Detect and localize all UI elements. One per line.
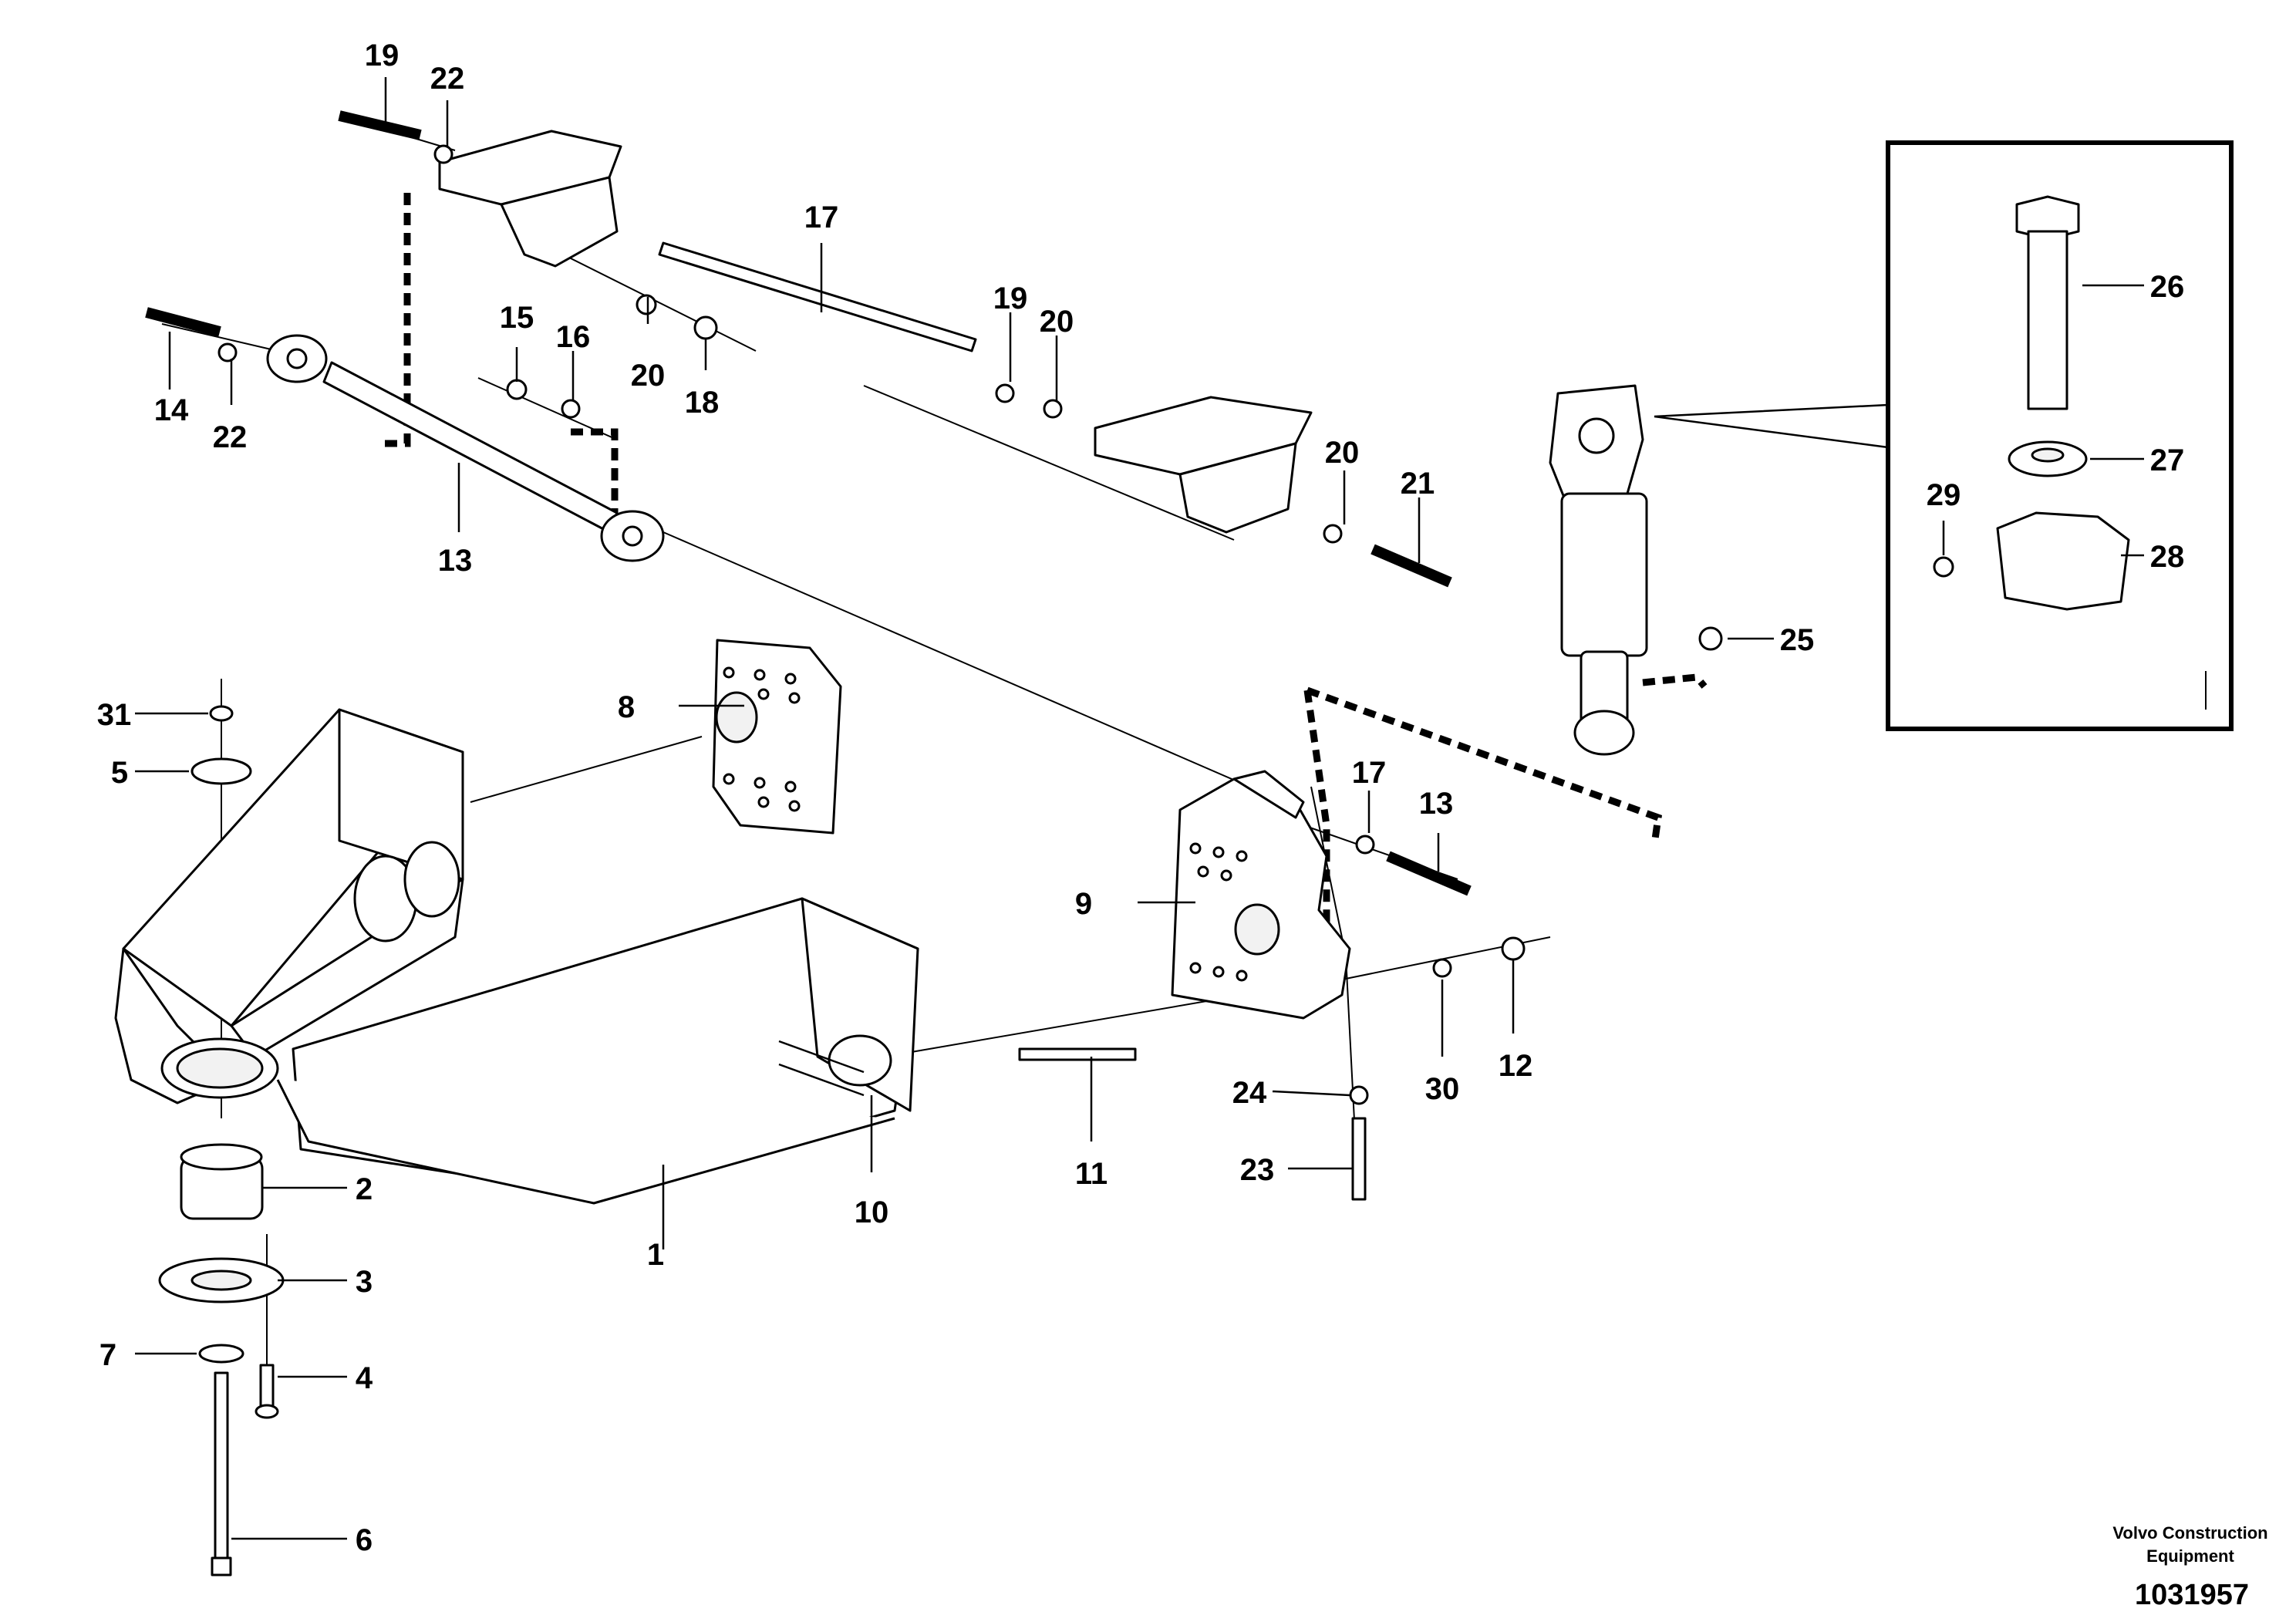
callout-label: 19 [365,39,400,73]
callout-label: 21 [1401,467,1435,501]
callout-label: 16 [556,320,591,354]
callout-label: 5 [111,756,128,790]
callout-label: 13 [438,544,473,578]
callout-label: 1 [647,1238,664,1272]
callout-label: 14 [154,393,189,427]
callout-label: 9 [1075,887,1092,921]
shock-absorber [1549,384,1648,756]
callout-label: 3 [356,1265,373,1299]
callout-label: 30 [1425,1072,1460,1106]
callout-label: 13 [1419,787,1454,821]
callout-label: 2 [356,1172,373,1206]
mounting-plate-part-8 [712,639,842,835]
callout-label: 19 [993,282,1028,315]
callout-label: 6 [356,1523,373,1557]
a-frame-part-1 [114,708,919,1205]
callout-label: 8 [618,690,635,724]
lower-stack [158,705,285,1576]
callout-label: 31 [97,698,132,732]
callout-label: 20 [631,359,666,393]
callout-label: 20 [1040,305,1074,339]
callout-label: 11 [1075,1157,1108,1191]
manufacturer-credit-line2: Equipment [2146,1546,2234,1566]
callout-label: 29 [1927,478,1961,512]
callout-label: 22 [213,420,248,454]
callout-label: 28 [2150,540,2185,574]
inset-detail-box [1654,140,2234,731]
manufacturer-credit: Volvo Construction [2112,1523,2267,1543]
callout-leaders [135,77,2144,1540]
dashed-installation-paths [382,193,1708,953]
callout-label: 22 [430,62,465,96]
fasteners [145,110,1723,1201]
assembly-axis-lines [161,115,2207,1365]
callout-label: 23 [1240,1153,1275,1187]
bracket-part-9 [1171,770,1351,1020]
callout-label: 15 [500,301,534,335]
shaft-part-18 [658,241,977,352]
document-number: 1031957 [2135,1579,2249,1611]
upper-brackets [438,130,1313,534]
callout-label: 4 [356,1361,373,1395]
callout-label: 25 [1780,623,1815,657]
callout-numbers: 19 22 14 22 13 15 16 17 20 18 19 20 20 2… [97,39,2185,1557]
callout-label: 17 [1352,756,1387,790]
callout-label: 10 [855,1195,889,1229]
callout-label: 27 [2150,443,2185,477]
footer: Volvo Construction Equipment 1031957 [2112,1523,2267,1611]
callout-label: 20 [1325,436,1360,470]
callout-label: 17 [804,201,839,234]
callout-label: 7 [99,1338,116,1372]
callout-label: 18 [685,386,720,420]
callout-label: 12 [1499,1049,1533,1083]
tie-rod-part-14 [266,334,665,562]
callout-label: 26 [2150,270,2185,304]
callout-label: 24 [1232,1076,1267,1110]
